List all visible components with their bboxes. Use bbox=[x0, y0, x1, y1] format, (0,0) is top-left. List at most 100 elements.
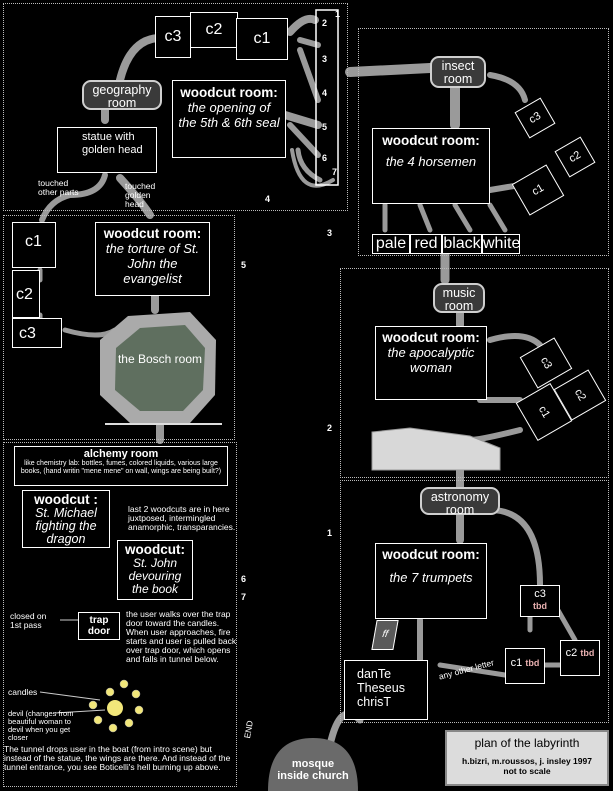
candles-label: candles bbox=[8, 687, 38, 697]
horseman-black: black bbox=[442, 234, 482, 254]
cell-c1-astronomy: c1 tbd bbox=[505, 648, 545, 684]
woodcut-subtitle: the opening of the 5th & 6th seal bbox=[178, 100, 280, 130]
stair-5: 5 bbox=[322, 122, 328, 132]
last-two-note: last 2 woodcuts are in here juxtposed, i… bbox=[128, 504, 236, 532]
cell-label: c2 bbox=[16, 286, 33, 303]
closed-note: closed on 1st pass bbox=[10, 611, 47, 630]
zone-number-7: 7 bbox=[241, 592, 247, 602]
horseman-pale: pale bbox=[372, 234, 410, 254]
cell-label: c1 bbox=[253, 30, 271, 47]
woodcut-title: woodcut : bbox=[34, 492, 98, 507]
woodcut-title: woodcut room: bbox=[382, 330, 480, 345]
alchemy-desc: like chemistry lab: bottles, fumes, colo… bbox=[20, 460, 222, 475]
cell-label: c1 bbox=[529, 181, 547, 199]
woodcut-subtitle: the torture of St. John the evangelist bbox=[105, 241, 200, 286]
touched-golden-note: touched golden head bbox=[125, 181, 156, 209]
legend-title: plan of the labyrinth bbox=[474, 736, 580, 750]
zone-number-5: 5 bbox=[241, 260, 247, 270]
cell-c2-top: c2 bbox=[190, 12, 238, 48]
room-label: music room bbox=[442, 286, 476, 313]
horseman-white: white bbox=[482, 234, 520, 254]
cell-c2-astronomy: c2 tbd bbox=[560, 640, 600, 676]
color-label: red bbox=[414, 235, 438, 252]
room-label: astronomy room bbox=[430, 490, 490, 517]
zone-horsemen bbox=[358, 28, 609, 256]
woodcut-devouring: woodcut: St. John devouring the book bbox=[117, 540, 193, 600]
stair-7: 7 bbox=[332, 167, 338, 177]
cell-label: c1 bbox=[25, 233, 42, 250]
tunnel-note: The tunnel drops user in the boat (from … bbox=[4, 744, 231, 772]
zone-number-4: 4 bbox=[265, 194, 271, 204]
alchemy-room: alchemy room like chemistry lab: bottles… bbox=[14, 446, 228, 486]
woodcut-room-horsemen: woodcut room: the 4 horsemen bbox=[372, 128, 490, 204]
cell-label: c2 bbox=[571, 386, 589, 404]
stair-1: 1 bbox=[335, 9, 341, 19]
touched-other-note: touched other parts bbox=[38, 178, 79, 197]
ff-label: ff bbox=[381, 629, 389, 640]
cell-label: c3 bbox=[526, 109, 544, 127]
cell-label: c2 bbox=[566, 148, 584, 166]
woodcut-subtitle: the apocalyptic woman bbox=[387, 345, 475, 375]
zone-number-6: 6 bbox=[241, 574, 247, 584]
legend: plan of the labyrinth h.bizri, m.roussos… bbox=[445, 730, 609, 786]
woodcut-title: woodcut room: bbox=[103, 226, 202, 241]
woodcut-room-apocalyptic: woodcut room: the apocalyptic woman bbox=[375, 326, 487, 400]
cell-c2-left: c2 bbox=[12, 270, 40, 318]
woodcut-michael: woodcut : St. Michael fighting the drago… bbox=[22, 490, 110, 548]
tbd-label: tbd bbox=[533, 601, 547, 611]
cell-label: c2 bbox=[565, 647, 578, 659]
woodcut-title: woodcut room: bbox=[382, 547, 480, 562]
zone-1 bbox=[340, 480, 609, 723]
horseman-red: red bbox=[410, 234, 442, 254]
woodcut-room-trumpets: woodcut room: the 7 trumpets bbox=[375, 543, 487, 619]
stair-6: 6 bbox=[322, 153, 328, 163]
cell-c3-top: c3 bbox=[155, 16, 191, 58]
zone-number-2: 2 bbox=[327, 423, 333, 433]
zone-2 bbox=[340, 268, 609, 478]
woodcut-room-torture: woodcut room: the torture of St. John th… bbox=[95, 222, 210, 296]
woodcut-title: woodcut room: bbox=[382, 133, 480, 148]
stair-2: 2 bbox=[322, 18, 328, 28]
room-label: geography room bbox=[92, 83, 152, 110]
woodcut-subtitle: St. Michael fighting the dragon bbox=[35, 506, 97, 546]
stair-4: 4 bbox=[322, 88, 328, 98]
cell-label: c2 bbox=[205, 21, 223, 38]
user-walks-note: the user walks over the trap door toward… bbox=[126, 609, 237, 664]
woodcut-room-seal: woodcut room: the opening of the 5th & 6… bbox=[172, 80, 286, 158]
bosch-room-label: the Bosch room bbox=[117, 352, 203, 366]
cell-label: c1 bbox=[535, 403, 553, 421]
insect-room: insect room bbox=[430, 56, 486, 88]
statue-box: statue with golden head bbox=[57, 127, 157, 173]
music-room: music room bbox=[433, 283, 485, 313]
trap-label: trap door bbox=[87, 615, 111, 637]
legend-authors: h.bizri, m.roussos, j. insley 1997 bbox=[462, 756, 592, 766]
color-label: pale bbox=[375, 235, 407, 252]
cell-label: c3 bbox=[534, 588, 546, 600]
geography-room: geography room bbox=[82, 80, 162, 110]
legend-scale: not to scale bbox=[503, 766, 551, 776]
woodcut-subtitle: the 7 trumpets bbox=[389, 570, 473, 585]
woodcut-title: woodcut room: bbox=[180, 85, 278, 100]
zone-alchemy bbox=[3, 442, 237, 787]
woodcut-subtitle: St. John devouring the book bbox=[128, 556, 182, 596]
cell-label: c1 bbox=[510, 657, 523, 669]
astronomy-room: astronomy room bbox=[420, 487, 500, 517]
room-label: insect room bbox=[441, 59, 475, 86]
cell-c1-left: c1 bbox=[12, 222, 56, 268]
woodcut-title: woodcut: bbox=[125, 542, 185, 557]
zone-number-1: 1 bbox=[327, 528, 333, 538]
cell-label: c3 bbox=[164, 28, 182, 45]
color-label: black bbox=[443, 235, 481, 252]
tbd-label: tbd bbox=[525, 658, 540, 668]
cell-c1-top: c1 bbox=[236, 18, 288, 60]
zone-5 bbox=[3, 215, 235, 440]
devil-note: devil (changes from beautiful woman to d… bbox=[8, 709, 74, 742]
color-label: white bbox=[483, 235, 521, 252]
zone-4 bbox=[3, 3, 348, 211]
alchemy-title: alchemy room bbox=[83, 448, 159, 460]
dante-label: danTe Theseus chrisT bbox=[357, 667, 405, 709]
stair-3: 3 bbox=[322, 54, 328, 64]
